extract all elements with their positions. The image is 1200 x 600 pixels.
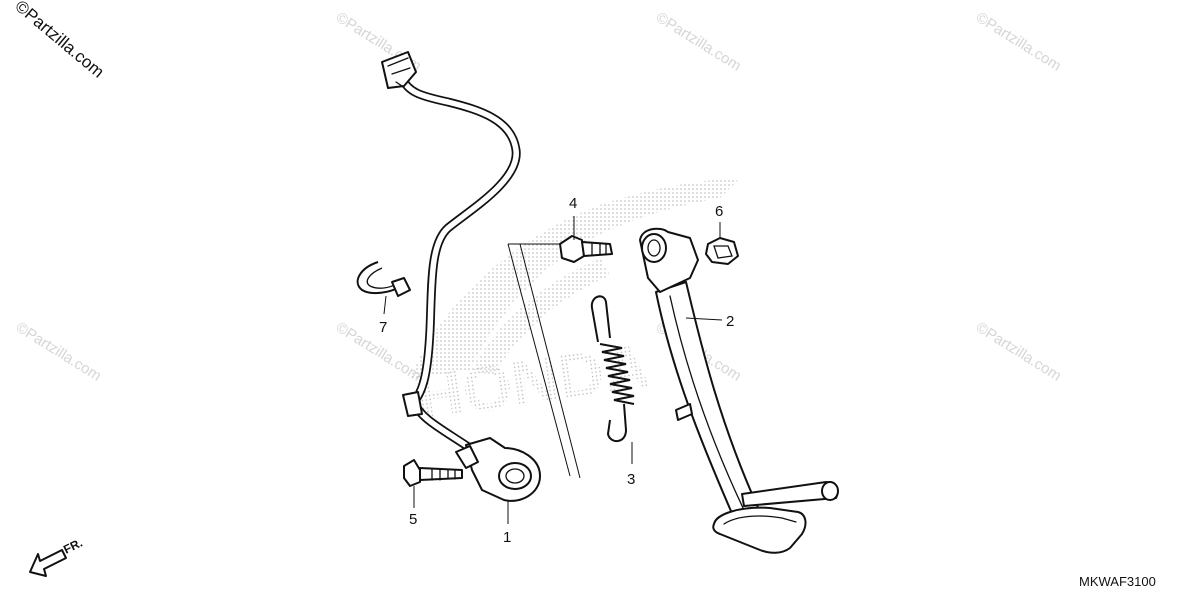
bolt-thread: [431, 468, 456, 481]
assembly-line-a: [507, 243, 571, 477]
bolt-head: [403, 459, 421, 487]
callout-5: 5: [409, 511, 417, 528]
corner-watermark: ©Partzilla.com: [11, 0, 107, 82]
cable-band: [356, 261, 411, 297]
watermark-tile: ©Partzilla.com: [973, 319, 1064, 385]
side-stand: [639, 227, 839, 554]
stand-foot-inner: [723, 515, 797, 525]
watermark-tile: ©Partzilla.com: [653, 9, 744, 75]
lock-nut: [705, 237, 739, 265]
stand-leg-highlight: [669, 295, 745, 511]
connector-face: [387, 57, 411, 87]
callout-1: 1: [503, 529, 511, 546]
callout-2: 2: [726, 313, 734, 330]
stand-pivot-hole-inner: [647, 239, 661, 257]
callout-3: 3: [627, 471, 635, 488]
bolt-shank: [419, 467, 463, 481]
harness-connector: [381, 51, 417, 89]
front-label: FR.: [61, 536, 85, 557]
front-direction-indicator: FR.: [29, 536, 85, 577]
spring-peg: [675, 403, 693, 421]
switch-cable-boot: [455, 445, 479, 469]
stand-pivot-hole: [641, 233, 667, 263]
band-buckle: [391, 277, 411, 297]
honda-wing-shape: [410, 178, 740, 380]
pivot-bolt-thread: [591, 242, 607, 256]
front-arrow-icon: [29, 549, 67, 577]
callout-6: 6: [715, 203, 723, 220]
diagram-code: MKWAF3100: [1079, 574, 1156, 589]
spring-coils: [599, 343, 635, 405]
pivot-bolt-shank: [581, 241, 613, 257]
callout-7: 7: [379, 319, 387, 336]
band-loop-inner: [366, 267, 397, 289]
spring-top-hook: [590, 295, 611, 343]
pivot-bolt: [559, 235, 613, 263]
assembly-line-b: [519, 243, 581, 479]
callout-labels: 1 2 3 4 5 6 7: [379, 195, 734, 546]
harness-clamp: [402, 391, 423, 417]
honda-wing-feather: [470, 258, 610, 374]
band-loop: [356, 261, 399, 295]
callout-4: 4: [569, 195, 577, 212]
switch-bore-inner: [505, 468, 525, 484]
watermark-tile: ©Partzilla.com: [13, 319, 104, 385]
stand-foot: [712, 506, 807, 554]
watermark-layer: ©Partzilla.com ©Partzilla.com ©Partzilla…: [13, 9, 1064, 385]
nut-face: [713, 245, 733, 259]
return-spring: [590, 295, 635, 442]
switch-bore: [498, 462, 532, 490]
kick-arm-tip: [821, 481, 839, 501]
leader-7: [383, 295, 387, 315]
watermark-tile: ©Partzilla.com: [973, 9, 1064, 75]
side-stand-switch: [381, 51, 541, 502]
stand-leg: [655, 281, 761, 519]
nut-body: [705, 237, 739, 265]
leader-lines: [383, 216, 723, 524]
leader-2: [685, 317, 723, 321]
spring-bottom-hook: [606, 403, 628, 442]
flange-bolt: [403, 459, 463, 487]
